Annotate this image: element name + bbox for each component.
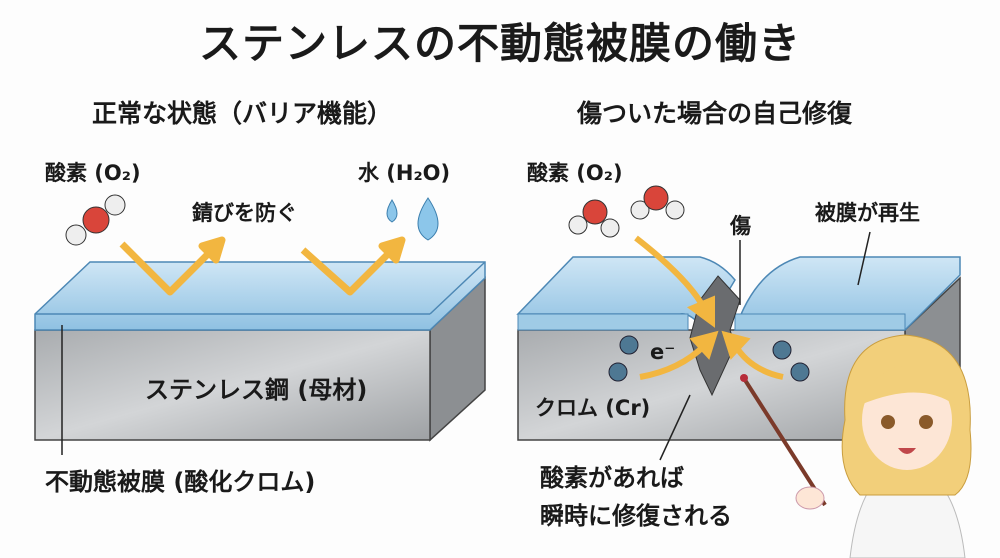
chromium-atom-icon [608,335,810,382]
page-title: ステンレスの不動態被膜の働き [198,19,801,68]
water-drop-icon [386,197,439,241]
oxygen-molecule-icon [65,194,126,246]
oxygen-molecule-icon [568,185,685,238]
left-panel-heading: 正常な状態（バリア機能） [92,99,393,128]
repair-note-line1: 酸素があれば [540,464,684,492]
repair-arrow-icon [634,235,784,380]
teacher-character-illustration [740,334,972,558]
oxygen-label-right: 酸素 (O₂) [527,161,623,185]
stainless-block-damaged [516,231,961,461]
right-panel-heading: 傷ついた場合の自己修復 [577,99,853,128]
prevent-rust-label: 錆びを防ぐ [192,201,297,225]
chromium-label: クロム (Cr) [535,396,651,420]
oxygen-label: 酸素 (O₂) [45,161,141,185]
stainless-block-normal [34,261,486,455]
deflect-arrow-icon [119,236,406,296]
film-regenerate-label: 被膜が再生 [815,201,920,225]
repair-note-line2: 瞬時に修復される [540,502,732,530]
scratch-label: 傷 [730,214,751,238]
base-metal-label: ステンレス鋼 (母材) [145,376,368,404]
electron-label: e⁻ [650,340,676,364]
passive-film-label: 不動態被膜 (酸化クロム) [45,468,316,496]
passive-film-layer [34,261,486,331]
water-label: 水 (H₂O) [358,161,451,185]
